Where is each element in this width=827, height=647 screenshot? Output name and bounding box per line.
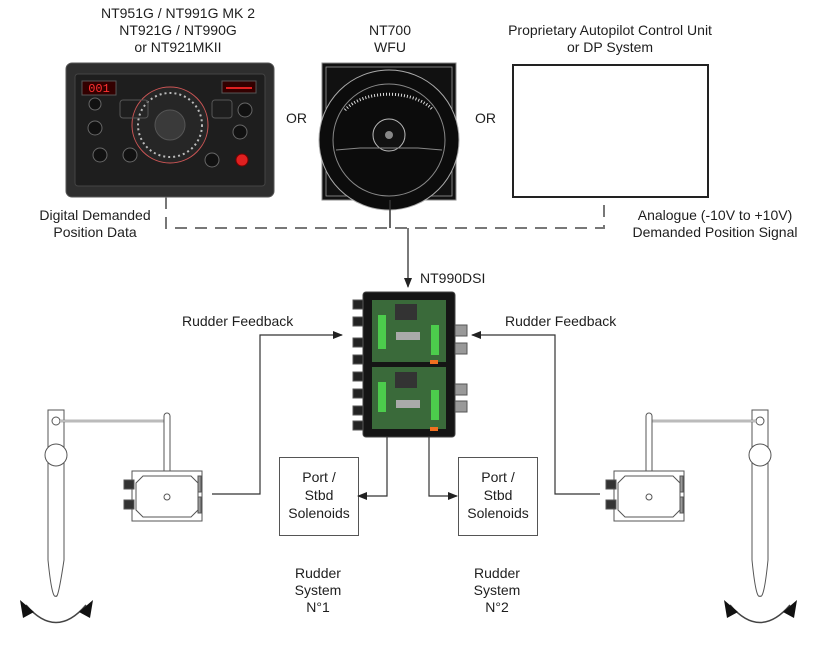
label-line: System <box>294 582 342 598</box>
label-line: Demanded Position Signal <box>632 224 798 240</box>
label-line: Port / <box>481 469 515 485</box>
dsi-to-solenoid-2 <box>428 437 458 500</box>
rudder-left-arrow-a <box>20 600 34 618</box>
rudder-system-2-label: Rudder System N°2 <box>462 565 532 616</box>
control-unit-2-label: NT700 WFU <box>340 22 440 56</box>
label-line: Solenoids <box>288 505 350 521</box>
label-line: Rudder <box>295 565 341 581</box>
rudder-left <box>44 409 203 597</box>
label-line: N°1 <box>306 599 330 615</box>
label-line: Analogue (-10V to +10V) <box>637 207 793 223</box>
rudder-feedback-right-label: Rudder Feedback <box>505 313 617 329</box>
label-line: Port / <box>302 469 336 485</box>
label-line: Solenoids <box>467 505 529 521</box>
control-unit-1-label: NT951G / NT991G MK 2 NT921G / NT990G or … <box>58 5 298 56</box>
nt990dsi-unit <box>352 291 468 438</box>
control-unit-3-box <box>512 64 709 198</box>
solenoid-box-1: Port / Stbd Solenoids <box>279 457 359 536</box>
control-unit-2-wheel <box>318 62 460 211</box>
rudder-left-swing <box>25 604 87 624</box>
or-separator-left: OR <box>286 110 307 126</box>
label-line: Digital Demanded <box>39 207 151 223</box>
label-line: System <box>473 582 521 598</box>
label-line: Position Data <box>53 224 137 240</box>
rudder-right <box>605 409 772 597</box>
label-line: NT700 <box>368 22 412 38</box>
label-line: NT951G / NT991G MK 2 <box>100 5 256 21</box>
control-unit-3-label: Proprietary Autopilot Control Unit or DP… <box>475 22 745 56</box>
rudder-right-swing <box>729 604 791 624</box>
solenoid-box-2: Port / Stbd Solenoids <box>458 457 538 536</box>
rudder-right-arrow-b <box>783 600 797 618</box>
label-line: N°2 <box>485 599 509 615</box>
rudder-system-1-label: Rudder System N°1 <box>283 565 353 616</box>
label-line: or DP System <box>566 39 654 55</box>
label-line: Rudder <box>474 565 520 581</box>
rudder-left-arrow-b <box>79 600 93 618</box>
label-line: Stbd <box>304 487 334 503</box>
dsi-to-solenoid-1 <box>357 437 388 500</box>
digital-signal-label: Digital Demanded Position Data <box>20 207 170 241</box>
label-line: or NT921MKII <box>134 39 222 55</box>
rudder-feedback-left-label: Rudder Feedback <box>182 313 294 329</box>
analogue-signal-label: Analogue (-10V to +10V) Demanded Positio… <box>615 207 815 241</box>
label-line: Proprietary Autopilot Control Unit <box>508 22 712 38</box>
rudder-right-arrow-a <box>724 600 738 618</box>
interface-unit-label: NT990DSI <box>420 270 486 286</box>
control-unit-1-panel: 001 <box>65 62 275 198</box>
label-line: Stbd <box>483 487 513 503</box>
label-line: WFU <box>374 39 406 55</box>
signal-bus <box>165 197 605 229</box>
heading-display: 001 <box>88 82 110 96</box>
or-separator-right: OR <box>475 110 496 126</box>
label-line: NT921G / NT990G <box>119 22 237 38</box>
